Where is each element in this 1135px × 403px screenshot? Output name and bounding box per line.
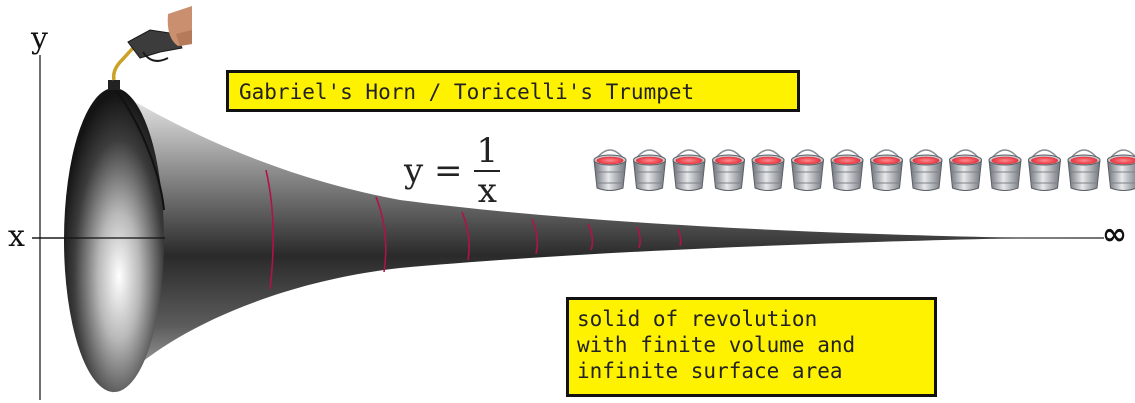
paint-bucket-icon <box>632 149 667 192</box>
equation-numerator: 1 <box>476 131 499 171</box>
horn-surface <box>110 88 1104 393</box>
cross-section-ring <box>375 196 387 273</box>
cross-section-ring <box>461 211 470 261</box>
y-axis-label: y <box>31 21 48 56</box>
caption-line: infinite surface area <box>577 359 843 383</box>
caption-line: with finite volume and <box>577 333 856 357</box>
fuel-nozzle-icon <box>108 6 192 90</box>
paint-bucket-icon <box>751 149 785 192</box>
infinity-symbol: ∞ <box>1102 217 1127 252</box>
horn-mouth <box>64 88 164 392</box>
paint-buckets <box>593 149 1135 192</box>
cross-section-rings <box>265 169 682 290</box>
diagram-title: Gabriel's Horn / Toricelli's Trumpet <box>239 80 695 104</box>
x-axis-label: x <box>8 219 25 254</box>
paint-bucket-icon <box>869 149 904 192</box>
caption-line: solid of revolution <box>577 307 818 331</box>
equation: y = 1 x <box>404 134 502 208</box>
paint-bucket-icon <box>1027 149 1062 192</box>
paint-bucket-icon <box>909 149 943 192</box>
paint-bucket-icon <box>672 149 706 192</box>
cross-section-ring <box>265 169 274 290</box>
paint-bucket-icon <box>948 149 983 192</box>
equation-fraction: 1 x <box>473 134 503 208</box>
equation-denominator: x <box>477 171 497 211</box>
title-box: Gabriel's Horn / Toricelli's Trumpet <box>226 70 800 112</box>
equation-lhs: y = <box>404 151 463 191</box>
paint-bucket-icon <box>593 149 627 192</box>
paint-bucket-icon <box>988 149 1022 192</box>
cross-section-ring <box>587 223 594 251</box>
paint-bucket-icon <box>830 149 864 192</box>
paint-bucket-icon <box>1067 149 1101 192</box>
fraction-bar <box>474 170 501 172</box>
paint-bucket-icon <box>1106 149 1135 192</box>
paint-bucket-icon <box>790 149 825 192</box>
paint-bucket-icon <box>711 149 746 192</box>
cross-section-ring <box>677 228 682 247</box>
cross-section-ring <box>636 226 641 249</box>
cross-section-ring <box>531 218 539 255</box>
caption-box: solid of revolution with finite volume a… <box>566 297 937 397</box>
